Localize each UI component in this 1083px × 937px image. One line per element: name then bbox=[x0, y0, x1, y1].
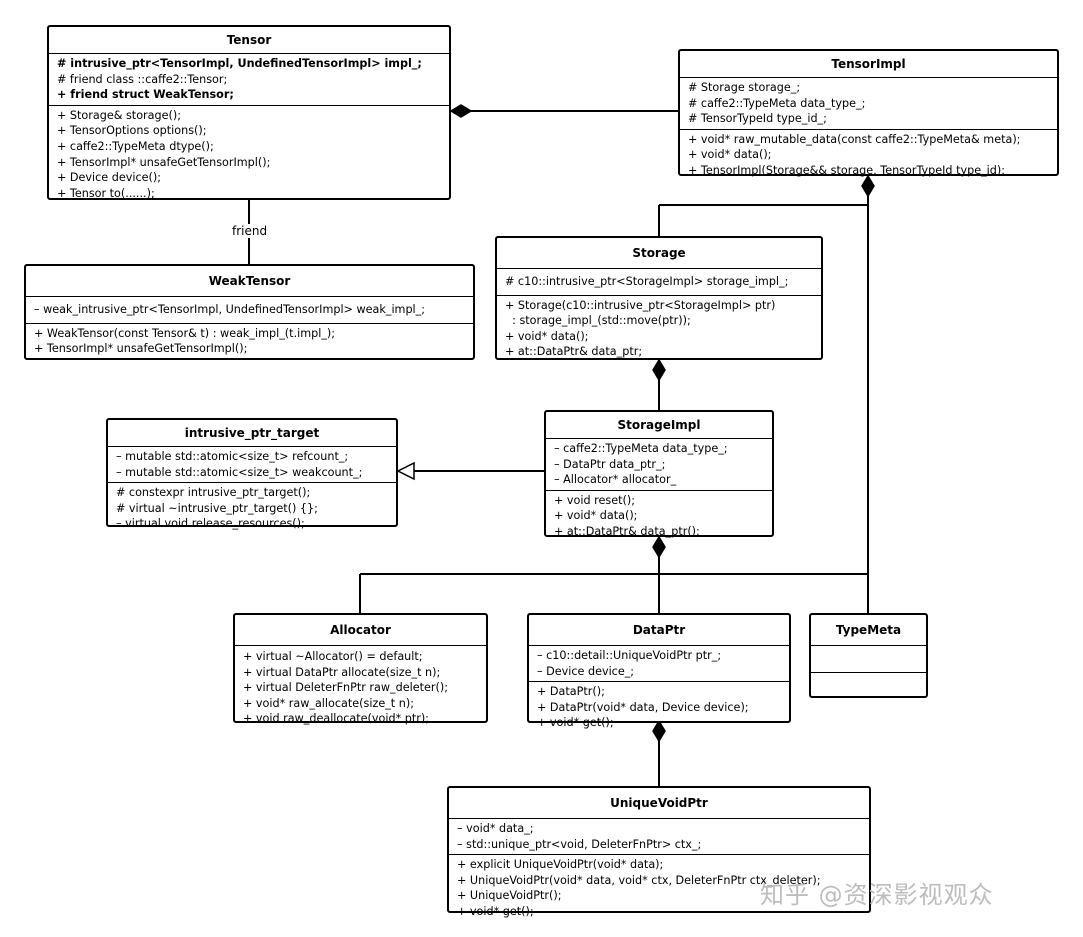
class-tensor: Tensor # intrusive_ptr<TensorImpl, Undef… bbox=[47, 25, 451, 200]
attribute: – DataPtr data_ptr_; bbox=[554, 457, 666, 471]
composition-diamond-tensor bbox=[449, 104, 473, 118]
method: + explicit UniqueVoidPtr(void* data); bbox=[457, 858, 664, 872]
class-name: TypeMeta bbox=[811, 615, 926, 646]
class-intrusive-ptr-target: intrusive_ptr_target – mutable std::atom… bbox=[106, 418, 398, 530]
method: + void* raw_allocate(size_t n); bbox=[243, 696, 414, 710]
attributes-section: # intrusive_ptr<TensorImpl, UndefinedTen… bbox=[49, 54, 449, 106]
attributes-section bbox=[811, 646, 926, 673]
attributes-section: – c10::detail::UniqueVoidPtr ptr_; – Dev… bbox=[529, 646, 789, 683]
method: + UniqueVoidPtr(); bbox=[457, 889, 562, 903]
method: + Storage& storage(); bbox=[57, 108, 181, 122]
class-tensor-impl: TensorImpl # Storage storage_; # caffe2:… bbox=[678, 49, 1059, 177]
methods-section bbox=[811, 673, 926, 697]
attribute: # Storage storage_; bbox=[688, 81, 801, 94]
method: + WeakTensor(const Tensor& t) : weak_imp… bbox=[34, 326, 336, 340]
composition-diamond-storage-impl bbox=[652, 535, 666, 559]
attribute: – c10::detail::UniqueVoidPtr ptr_; bbox=[537, 649, 722, 662]
method: + Device device(); bbox=[57, 171, 161, 185]
class-name: Storage bbox=[497, 238, 821, 269]
method: – virtual void release_resources(); bbox=[116, 517, 305, 531]
class-name: TensorImpl bbox=[680, 51, 1057, 78]
method: + void raw_deallocate(void* ptr); bbox=[243, 712, 429, 726]
method: + Storage(c10::intrusive_ptr<StorageImpl… bbox=[505, 298, 776, 312]
attribute: # friend class ::caffe2::Tensor; bbox=[57, 72, 228, 86]
method: + void* raw_mutable_data(const caffe2::T… bbox=[688, 132, 1021, 146]
class-name: UniqueVoidPtr bbox=[449, 788, 869, 819]
method: # constexpr intrusive_ptr_target(); bbox=[116, 486, 311, 500]
class-storage-impl: StorageImpl – caffe2::TypeMeta data_type… bbox=[544, 410, 774, 538]
class-name: StorageImpl bbox=[546, 412, 772, 439]
methods-section: + void reset(); + void* data(); + at::Da… bbox=[546, 491, 772, 542]
method: + virtual DataPtr allocate(size_t n); bbox=[243, 665, 441, 679]
composition-diamond-tensor-impl bbox=[861, 174, 875, 198]
friend-label: friend bbox=[229, 224, 271, 238]
class-name: DataPtr bbox=[529, 615, 789, 646]
methods-section: + WeakTensor(const Tensor& t) : weak_imp… bbox=[26, 324, 473, 359]
attribute: # intrusive_ptr<TensorImpl, UndefinedTen… bbox=[57, 57, 422, 70]
class-weak-tensor: WeakTensor – weak_intrusive_ptr<TensorIm… bbox=[24, 264, 475, 360]
methods-section: + Storage(c10::intrusive_ptr<StorageImpl… bbox=[497, 296, 821, 362]
attribute: – caffe2::TypeMeta data_type_; bbox=[554, 442, 728, 455]
method: + void* data(); bbox=[688, 148, 772, 162]
method: + void* get(); bbox=[537, 716, 614, 730]
methods-section: + explicit UniqueVoidPtr(void* data); + … bbox=[449, 855, 869, 921]
method: + TensorImpl* unsafeGetTensorImpl(); bbox=[57, 155, 271, 169]
method: + void* data(); bbox=[505, 329, 589, 343]
method: + Tensor to(......); bbox=[57, 186, 155, 200]
attribute: – void* data_; bbox=[457, 822, 534, 835]
method: + DataPtr(); bbox=[537, 685, 605, 699]
class-name: intrusive_ptr_target bbox=[108, 420, 396, 447]
class-storage: Storage # c10::intrusive_ptr<StorageImpl… bbox=[495, 236, 823, 360]
composition-diamond-storage bbox=[652, 358, 666, 382]
class-data-ptr: DataPtr – c10::detail::UniqueVoidPtr ptr… bbox=[527, 613, 791, 729]
method: + void* data(); bbox=[554, 509, 638, 523]
method: + at::DataPtr& data_ptr(); bbox=[554, 524, 700, 538]
class-unique-void-ptr: UniqueVoidPtr – void* data_; – std::uniq… bbox=[447, 786, 871, 918]
methods-section: # constexpr intrusive_ptr_target(); # vi… bbox=[108, 483, 396, 534]
method: : storage_impl_(std::move(ptr)); bbox=[505, 314, 691, 328]
attributes-section: – void* data_; – std::unique_ptr<void, D… bbox=[449, 819, 869, 856]
attribute: # caffe2::TypeMeta data_type_; bbox=[688, 96, 866, 110]
methods-section: + Storage& storage(); + TensorOptions op… bbox=[49, 106, 449, 204]
method: + DataPtr(void* data, Device device); bbox=[537, 700, 749, 714]
attribute: – mutable std::atomic<size_t> refcount_; bbox=[116, 450, 349, 463]
attribute: – weak_intrusive_ptr<TensorImpl, Undefin… bbox=[34, 303, 426, 316]
attribute: – std::unique_ptr<void, DeleterFnPtr> ct… bbox=[457, 837, 702, 851]
method: + caffe2::TypeMeta dtype(); bbox=[57, 139, 214, 153]
class-name: Tensor bbox=[49, 27, 449, 54]
method: + void* get(); bbox=[457, 904, 534, 918]
attributes-section: # Storage storage_; # caffe2::TypeMeta d… bbox=[680, 78, 1057, 130]
composition-diamond-data-ptr bbox=[652, 719, 666, 743]
attributes-section: – mutable std::atomic<size_t> refcount_;… bbox=[108, 447, 396, 484]
method: + at::DataPtr& data_ptr; bbox=[505, 345, 643, 359]
watermark: 知乎 @资深影视观众 bbox=[760, 881, 994, 909]
methods-section: + DataPtr(); + DataPtr(void* data, Devic… bbox=[529, 682, 789, 733]
methods-section: + void* raw_mutable_data(const caffe2::T… bbox=[680, 130, 1057, 181]
attributes-section: # c10::intrusive_ptr<StorageImpl> storag… bbox=[497, 269, 821, 296]
attribute: – Device device_; bbox=[537, 664, 635, 678]
attribute: # TensorTypeId type_id_; bbox=[688, 112, 827, 126]
method: + TensorOptions options(); bbox=[57, 124, 207, 138]
class-type-meta: TypeMeta bbox=[809, 613, 928, 698]
method: + UniqueVoidPtr(void* data, void* ctx, D… bbox=[457, 873, 821, 887]
attributes-section: – caffe2::TypeMeta data_type_; – DataPtr… bbox=[546, 439, 772, 491]
method: + TensorImpl* unsafeGetTensorImpl(); bbox=[34, 342, 248, 356]
attribute: – Allocator* allocator_ bbox=[554, 473, 677, 487]
method: + TensorImpl(Storage&& storage, TensorTy… bbox=[688, 163, 1006, 177]
class-name: Allocator bbox=[235, 615, 486, 646]
method: + virtual ~Allocator() = default; bbox=[243, 650, 423, 663]
attribute: + friend struct WeakTensor; bbox=[57, 88, 234, 102]
method: + void reset(); bbox=[554, 493, 635, 507]
attribute: # c10::intrusive_ptr<StorageImpl> storag… bbox=[505, 275, 789, 288]
method: + virtual DeleterFnPtr raw_deleter(); bbox=[243, 681, 448, 695]
inheritance-arrow bbox=[396, 461, 415, 481]
attribute: – mutable std::atomic<size_t> weakcount_… bbox=[116, 465, 363, 479]
method: # virtual ~intrusive_ptr_target() {}; bbox=[116, 501, 318, 515]
attributes-section: – weak_intrusive_ptr<TensorImpl, Undefin… bbox=[26, 297, 473, 324]
methods-section: + virtual ~Allocator() = default; + virt… bbox=[235, 646, 486, 729]
class-name: WeakTensor bbox=[26, 266, 473, 297]
class-allocator: Allocator + virtual ~Allocator() = defau… bbox=[233, 613, 488, 725]
